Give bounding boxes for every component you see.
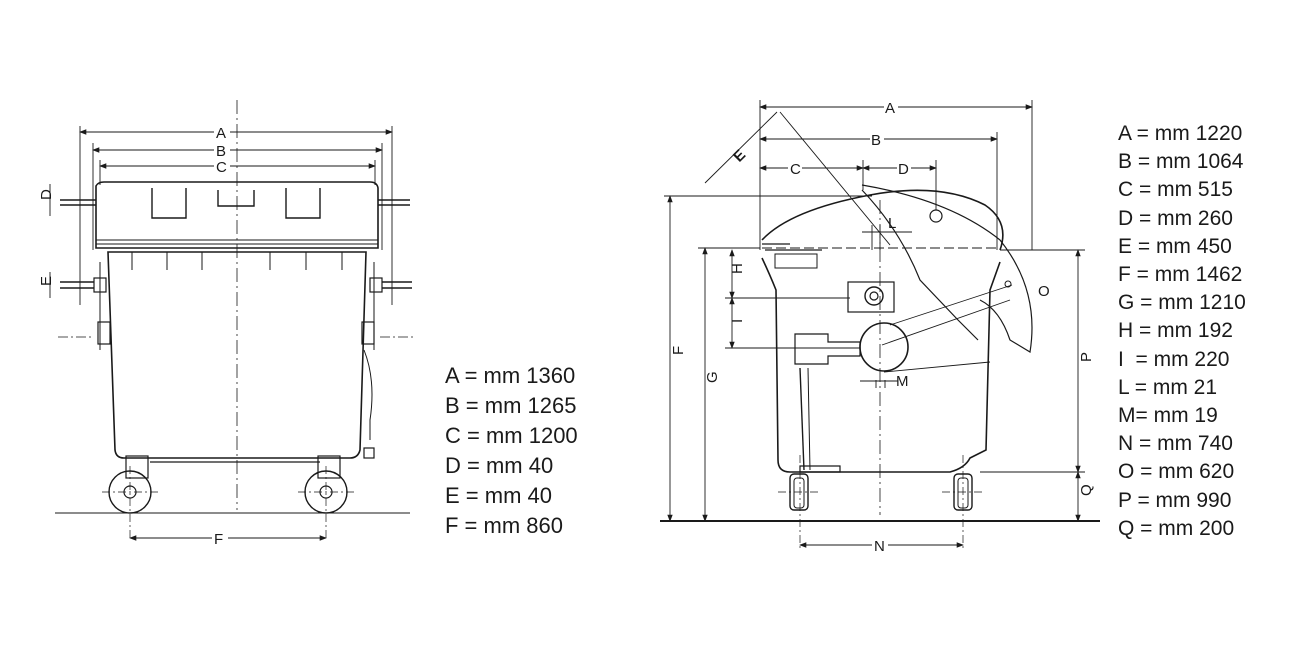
front-label-d: D: [38, 189, 55, 200]
front-label-f: F: [214, 531, 223, 548]
side-label-p: P: [1078, 352, 1095, 362]
side-label-o: O: [1038, 283, 1050, 300]
side-label-l: L: [888, 215, 896, 232]
front-lid-handle-right: [285, 188, 321, 219]
side-label-i: I: [729, 319, 746, 323]
front-dim-b: B = mm 1265: [445, 393, 577, 418]
side-dim-l: L = mm 21: [1118, 375, 1218, 399]
side-dim-e: E = mm 450: [1118, 234, 1232, 258]
front-label-a: A: [216, 125, 226, 142]
front-view: [49, 100, 414, 541]
front-dimension-labels: A B C D E F: [38, 124, 230, 548]
side-label-d: D: [898, 161, 909, 178]
front-lid-handle-left: [151, 188, 187, 219]
side-label-f: F: [670, 346, 687, 355]
side-dim-o: O = mm 620: [1118, 460, 1235, 484]
side-dim-f: F = mm 1462: [1118, 263, 1243, 287]
side-label-b: B: [871, 132, 881, 149]
side-dim-c: C = mm 515: [1118, 178, 1233, 202]
side-dim-d: D = mm 260: [1118, 206, 1233, 230]
side-view: [660, 100, 1100, 550]
side-label-n: N: [874, 538, 885, 555]
side-dim-p: P = mm 990: [1118, 488, 1232, 512]
side-dimension-labels: A B C D E L H I O F G P M Q N: [670, 100, 1095, 555]
front-dim-a: A = mm 1360: [445, 363, 576, 388]
front-dim-e: E = mm 40: [445, 483, 552, 508]
front-label-c: C: [216, 159, 227, 176]
side-label-m: M: [896, 373, 909, 390]
side-dimension-lines: [664, 100, 1085, 548]
side-label-e: E: [730, 147, 749, 166]
front-dimension-legend: A = mm 1360 B = mm 1265 C = mm 1200 D = …: [445, 361, 578, 541]
side-dim-q: Q = mm 200: [1118, 516, 1235, 540]
front-trunnion-right: [369, 277, 383, 293]
side-trunnion: [859, 322, 909, 372]
side-lifting-bracket: [847, 281, 895, 313]
front-dim-d: D = mm 40: [445, 453, 554, 478]
side-dimension-legend: A = mm 1220 B = mm 1064 C = mm 515 D = m…: [1118, 120, 1246, 543]
side-dim-b: B = mm 1064: [1118, 150, 1244, 174]
front-body-ribs: [131, 252, 343, 270]
side-dim-a: A = mm 1220: [1118, 122, 1243, 145]
side-dim-g: G = mm 1210: [1118, 291, 1246, 315]
side-label-c: C: [790, 161, 801, 178]
side-wheel-front: [778, 473, 820, 511]
side-label-h: H: [729, 263, 746, 274]
side-dim-i: I = mm 220: [1118, 347, 1230, 371]
front-label-e: E: [38, 276, 55, 286]
side-lid-open-outline: [861, 184, 1033, 353]
side-lid: [761, 189, 1004, 251]
front-dimension-lines: [49, 126, 393, 541]
front-lid-handle-center: [217, 190, 255, 207]
side-dim-n: N = mm 740: [1118, 432, 1233, 456]
side-dim-h: H = mm 192: [1118, 319, 1233, 343]
side-label-a: A: [885, 100, 895, 117]
front-body: [107, 251, 367, 459]
side-body: [761, 257, 1001, 473]
front-dim-c: C = mm 1200: [445, 423, 578, 448]
side-label-g: G: [704, 371, 721, 383]
front-dim-f: F = mm 860: [445, 513, 563, 538]
front-label-b: B: [216, 143, 226, 160]
front-lid: [95, 181, 379, 249]
side-label-q: Q: [1078, 484, 1095, 496]
side-dim-m: M= mm 19: [1118, 404, 1218, 428]
